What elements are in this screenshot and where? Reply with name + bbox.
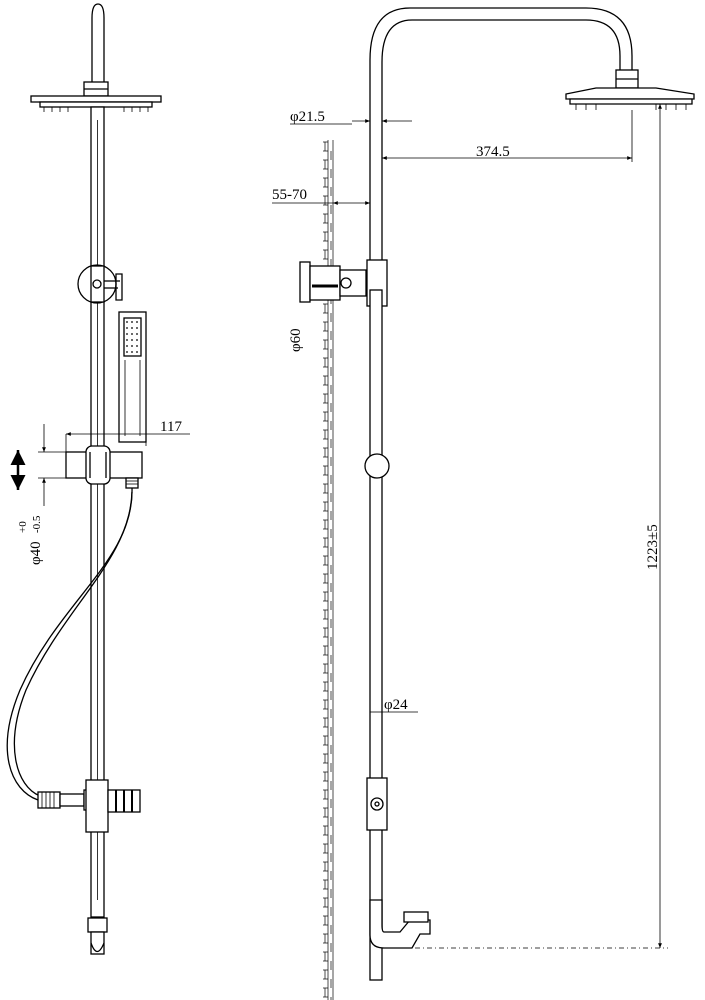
label-overall-height: 1223±5	[645, 524, 661, 570]
dim-flange-diameter: φ60	[288, 262, 304, 352]
label-inlet-diameter: φ21.5	[290, 109, 325, 125]
hand-shower	[118, 311, 147, 443]
label-wall-distance: 55-70	[272, 187, 307, 203]
dim-overall-height: 1223±5	[415, 104, 668, 949]
dim-wall-distance: 55-70	[272, 187, 370, 205]
bottom-elbow-side	[369, 899, 431, 949]
label-arm-length: 374.5	[476, 144, 510, 160]
label-holder-offset: 117	[160, 419, 182, 435]
side-view: φ21.5 374.5 55-70 φ60 φ24 1223±5	[272, 7, 695, 1000]
shower-hose	[6, 487, 133, 801]
hose-outlet	[37, 779, 141, 833]
diverter-valve	[77, 264, 123, 304]
dim-holder-range: φ40 +0 -0.5	[17, 424, 66, 565]
shower-rail-side	[369, 289, 383, 981]
bottom-connector-side	[366, 777, 388, 831]
front-view: 117 φ40 +0 -0.5	[6, 3, 190, 955]
bottom-wall-bracket	[87, 917, 108, 955]
dim-rail-diameter: φ24	[370, 697, 418, 713]
slide-holder	[65, 445, 143, 489]
dim-inlet-diameter: φ21.5	[290, 109, 412, 125]
label-holder-tol-lower: -0.5	[31, 515, 43, 533]
slide-holder-knob	[364, 453, 390, 479]
overhead-shower-head-side	[565, 69, 695, 110]
label-holder-range: φ40	[28, 541, 44, 565]
shower-arm	[369, 7, 633, 290]
overhead-shower-head	[30, 81, 162, 112]
dim-arm-length: 374.5	[382, 110, 633, 162]
dim-holder-offset: 117	[65, 419, 190, 452]
label-holder-tol-upper: +0	[17, 521, 29, 533]
label-rail-diameter: φ24	[384, 697, 408, 713]
label-flange-diameter: φ60	[288, 328, 304, 352]
